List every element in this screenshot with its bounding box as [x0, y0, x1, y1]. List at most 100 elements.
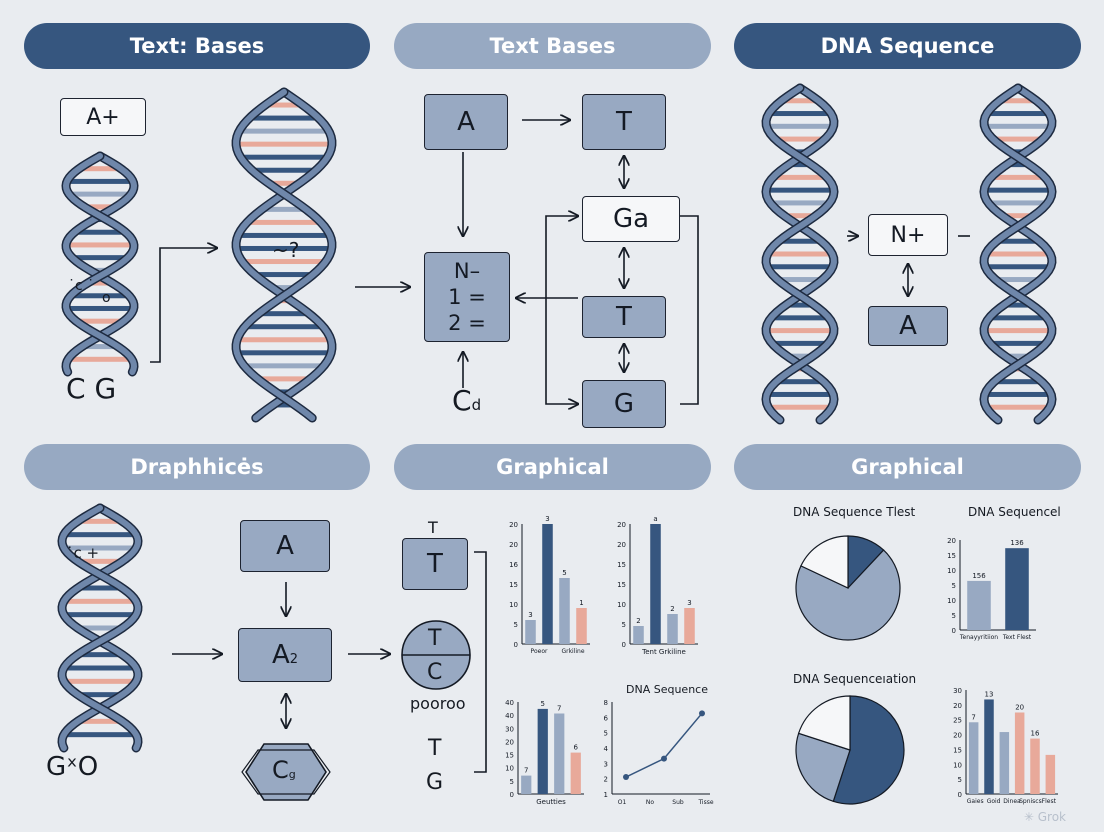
bar — [967, 580, 991, 630]
y-tick-label: 40 — [505, 712, 514, 720]
base-pair-rung — [1005, 213, 1031, 219]
base-pair-rung — [242, 128, 326, 134]
base-pair-rung — [769, 123, 831, 129]
x-tick-label: Dinea — [1003, 798, 1021, 805]
p3-box-n: N+ — [868, 214, 948, 256]
bar — [554, 713, 565, 794]
bar-data-label: 13 — [985, 690, 994, 698]
p2-box-t: T — [582, 94, 666, 150]
base-pair-rung — [998, 277, 1038, 283]
base-pair-rung — [773, 200, 827, 206]
y-tick-label: 30 — [505, 725, 514, 733]
base-pair-rung — [780, 277, 820, 283]
y-tick-label: 20 — [509, 541, 518, 549]
y-tick-label: 3 — [604, 760, 608, 768]
y-tick-label: 10 — [953, 761, 962, 769]
base-pair-rung — [769, 328, 831, 334]
y-tick-label: 4 — [604, 745, 609, 753]
y-tick-label: 20 — [505, 738, 514, 746]
y-tick-label: 0 — [622, 641, 626, 649]
x-tick-label: Tenayyritiion — [959, 634, 998, 641]
bar — [1005, 548, 1029, 630]
base-pair-rung — [988, 251, 1048, 257]
bar — [999, 732, 1010, 794]
base-pair-rung — [781, 238, 819, 244]
bar — [525, 620, 536, 644]
bar-data-label: 1 — [579, 599, 583, 607]
y-tick-label: 5 — [952, 582, 956, 590]
base-pair-rung — [240, 232, 328, 238]
p1-helix-o: o — [102, 290, 111, 306]
data-point — [699, 710, 705, 717]
y-tick-label: 20 — [617, 541, 626, 549]
y-tick-label: 25 — [953, 717, 962, 725]
p4-hex-sub: g — [288, 768, 296, 781]
bar — [542, 524, 553, 644]
grok-watermark: ✳ Grok — [1023, 810, 1066, 824]
base-pair-rung — [69, 178, 131, 184]
y-tick-label: 0 — [958, 791, 962, 799]
base-pair-rung — [987, 391, 1049, 397]
base-pair-rung — [988, 264, 1048, 270]
base-pair-rung — [997, 379, 1039, 385]
base-pair-rung — [77, 229, 123, 235]
bar — [537, 708, 548, 794]
x-tick-label: Flest — [1042, 798, 1057, 805]
base-pair-rung — [82, 166, 118, 172]
p1-label-box: A+ — [60, 98, 146, 136]
y-tick-label: 40 — [505, 699, 514, 707]
y-tick-label: 10 — [947, 567, 956, 575]
y-tick-label: 6 — [604, 714, 609, 722]
helix-strand — [233, 89, 335, 421]
y-tick-label: 20 — [953, 702, 962, 710]
bar-data-label: 5 — [541, 700, 545, 708]
helix-strand — [762, 85, 838, 423]
base-pair-rung — [80, 625, 120, 631]
p6-bar-title: DNA Sequencel — [968, 505, 1061, 519]
y-tick-label: 30 — [953, 687, 962, 695]
y-tick-label: 2 — [604, 776, 608, 784]
bar — [1045, 754, 1056, 794]
series-line — [625, 712, 703, 778]
base-pair-rung — [779, 379, 821, 385]
base-pair-rung — [996, 136, 1040, 142]
base-pair-rung — [778, 136, 822, 142]
bar — [684, 608, 695, 644]
dna-helix-2 — [231, 87, 337, 423]
pie-slice — [795, 549, 901, 641]
base-pair-rung — [247, 324, 321, 330]
p5-top-t: T — [428, 518, 438, 537]
y-tick-label: 20 — [953, 732, 962, 740]
base-pair-rung — [261, 311, 307, 317]
base-pair-rung — [250, 219, 318, 225]
p2-cd-sub: d — [471, 396, 482, 414]
x-tick-label: Sub — [672, 799, 684, 806]
pie-chart-1 — [795, 535, 901, 641]
p2-center-line2: 1 = — [448, 285, 486, 309]
y-tick-label: 15 — [947, 552, 956, 560]
pie-slice — [797, 695, 851, 751]
p5-bottom-g: G — [426, 770, 444, 795]
base-pair-rung — [989, 404, 1047, 410]
y-tick-label: 0 — [510, 791, 514, 799]
base-pair-rung — [987, 187, 1049, 193]
base-pair-rung — [987, 328, 1049, 334]
x-tick-label: Tisse — [697, 799, 713, 806]
y-tick-label: 10 — [947, 597, 956, 605]
p1-connector-arrow — [150, 248, 217, 363]
p3-box-a: A — [868, 306, 948, 346]
helix-strand — [62, 153, 138, 375]
bar — [667, 614, 678, 644]
base-pair-rung — [75, 255, 125, 261]
pie-slice — [832, 695, 905, 805]
base-pair-rung — [243, 154, 325, 160]
base-pair-rung — [66, 732, 134, 738]
p4-box-a: A — [240, 520, 330, 572]
base-pair-rung — [271, 180, 297, 186]
y-tick-label: 5 — [510, 778, 514, 786]
